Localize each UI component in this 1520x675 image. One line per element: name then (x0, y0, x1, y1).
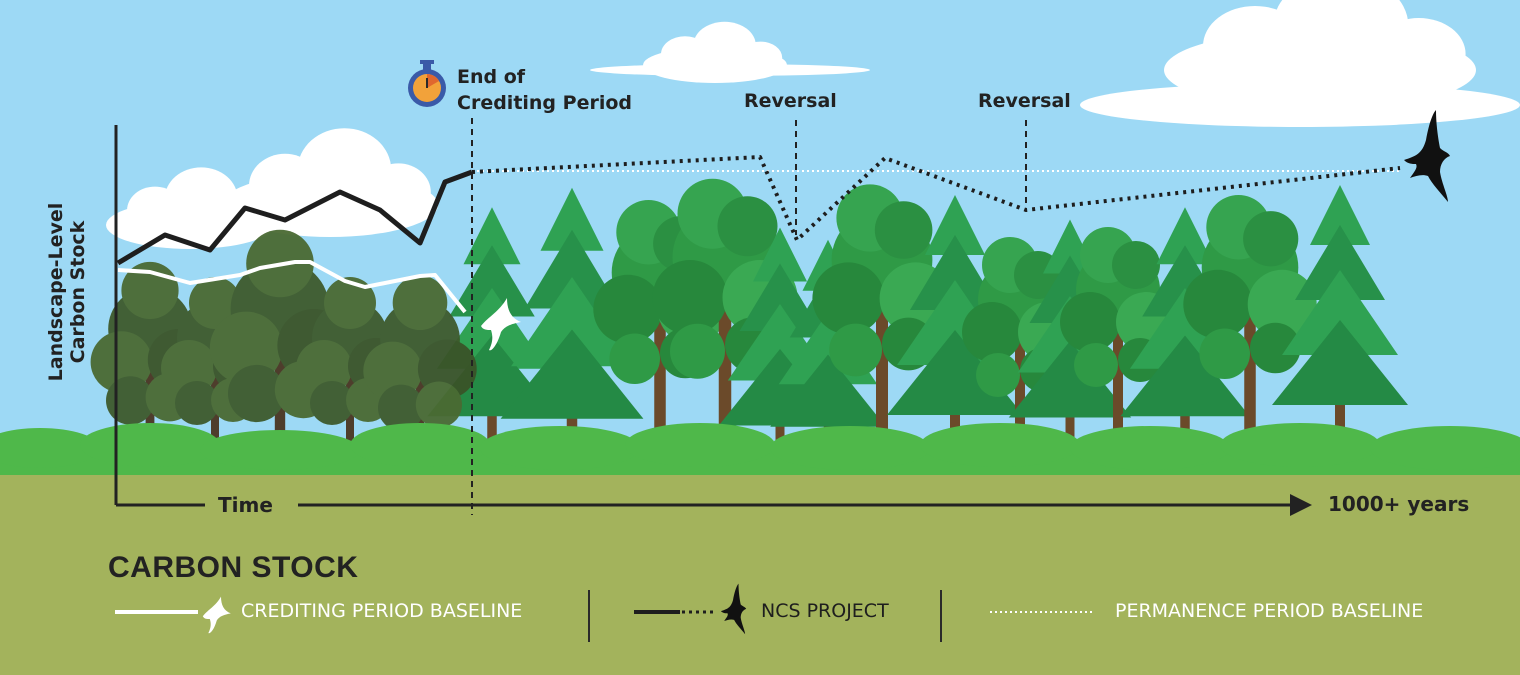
legend-item-ncs-project: NCS PROJECT (761, 600, 889, 622)
legend-item-permanence-baseline: PERMANENCE PERIOD BASELINE (1115, 600, 1424, 622)
black-bird-icon (720, 583, 747, 635)
legend-separator (940, 590, 942, 642)
x-axis-start-label: Time (218, 493, 273, 517)
ncs-project-line (116, 169, 473, 266)
cloud-icon (1080, 0, 1520, 127)
black-bird-icon (1404, 110, 1450, 202)
arrow-right-icon (1290, 494, 1312, 516)
ground (0, 462, 1520, 675)
crediting-baseline-line (117, 260, 467, 314)
grass (0, 423, 1520, 475)
end-of-crediting-label: End of Crediting Period (457, 66, 632, 114)
white-bird-icon (202, 596, 231, 634)
reversal-label: Reversal (978, 90, 1071, 112)
legend-title: CARBON STOCK (108, 551, 359, 584)
stopwatch-icon (408, 60, 446, 107)
reversal-label: Reversal (744, 90, 837, 112)
legend-item-crediting-baseline: CREDITING PERIOD BASELINE (241, 600, 523, 622)
white-bird-icon (481, 298, 521, 351)
y-axis-label: Landscape-Level Carbon Stock (45, 202, 89, 382)
cloud-icon (590, 21, 870, 83)
x-axis-end-label: 1000+ years (1328, 492, 1470, 516)
legend-separator (588, 590, 590, 642)
ncs-project-dotted-line (471, 155, 1401, 242)
